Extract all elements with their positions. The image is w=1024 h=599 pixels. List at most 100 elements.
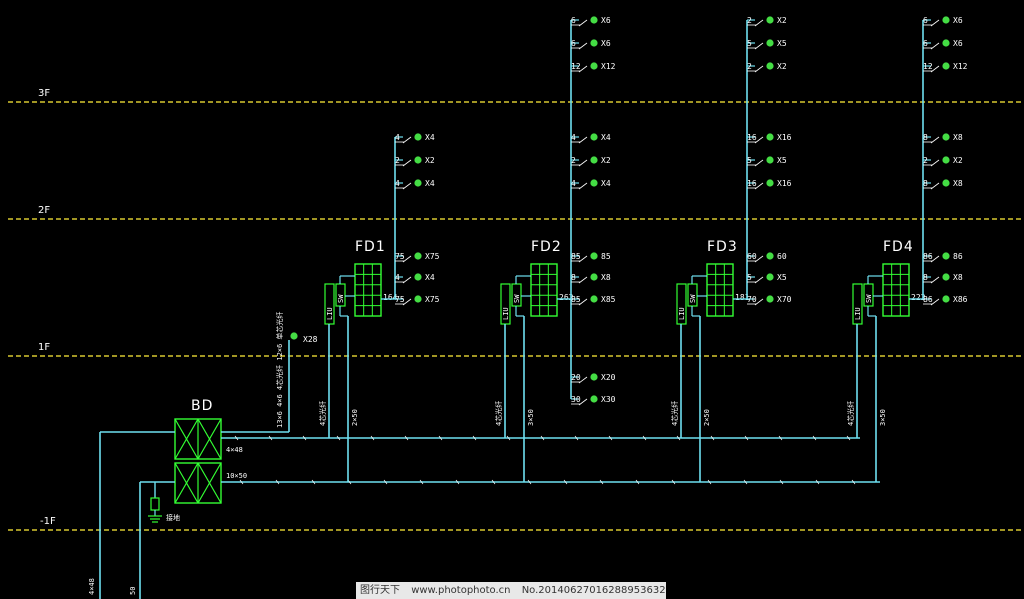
- tick: [402, 298, 412, 306]
- tick-mark: [676, 435, 681, 441]
- outlet-count: 2: [571, 156, 576, 165]
- outlet-group: 4 X4: [395, 133, 435, 144]
- sw-label: SW: [689, 294, 697, 303]
- outlet-label: X85: [601, 295, 616, 304]
- fd-cable-copper: 3×50: [527, 409, 535, 426]
- outlet-count: 4: [571, 133, 576, 142]
- outlet-count: 4: [395, 133, 400, 142]
- tick: [578, 298, 588, 306]
- outlet-count: 30: [571, 395, 581, 404]
- outlet-group: 8 X8: [923, 133, 963, 144]
- tick: [754, 298, 764, 306]
- fd-cable-fiber: 4芯光纤: [846, 401, 855, 426]
- outlet-label: X5: [777, 273, 787, 282]
- outlet-icon: [766, 156, 774, 164]
- outlet-label: X12: [601, 62, 616, 71]
- outlet-icon: [942, 273, 950, 281]
- outlet-icon: [766, 62, 774, 70]
- tick-mark: [370, 435, 375, 441]
- floor-label: 1F: [38, 342, 50, 353]
- outlet-icon: [942, 39, 950, 47]
- tick: [578, 276, 588, 284]
- outlet-icon: [414, 156, 422, 164]
- tick: [578, 42, 588, 50]
- outlet-label: 85: [601, 252, 611, 261]
- tick-mark: [743, 479, 748, 485]
- cross: [174, 462, 199, 504]
- outlet-icon: [766, 39, 774, 47]
- watermark-bar: 图行天下 www.photophoto.cn No.20140627016288…: [356, 582, 666, 599]
- fd-total: 164: [383, 293, 398, 302]
- tick-mark: [311, 479, 316, 485]
- liu-label: LIU: [854, 307, 862, 320]
- tick-mark: [419, 479, 424, 485]
- distribution-frame-icon: [706, 263, 734, 317]
- outlet-label: X4: [425, 133, 435, 142]
- outlet-label: X16: [777, 133, 792, 142]
- tick: [754, 159, 764, 167]
- tick: [578, 65, 588, 73]
- fd-total: 222: [911, 293, 926, 302]
- outlet-icon: [766, 252, 774, 260]
- outlet-label: 86: [953, 252, 963, 261]
- fd-total: 262: [559, 293, 574, 302]
- outlet-count: 5: [747, 156, 752, 165]
- outlet-label: X2: [777, 16, 787, 25]
- ground-label: 接地: [166, 513, 180, 522]
- tick-mark: [455, 479, 460, 485]
- tick-mark: [491, 479, 496, 485]
- tick: [754, 65, 764, 73]
- outlet-label: X8: [953, 133, 963, 142]
- outlet-label: X6: [601, 16, 611, 25]
- outlet-count: 86: [923, 252, 933, 261]
- outlet-count: 8: [571, 273, 576, 282]
- outlet-count: 8: [923, 133, 928, 142]
- tick: [402, 255, 412, 263]
- patch-panel-icon: [174, 462, 222, 504]
- tick: [402, 136, 412, 144]
- outlet-count: 75: [395, 252, 405, 261]
- outlet-count: 6: [923, 39, 928, 48]
- outlet-count: 2: [923, 156, 928, 165]
- tick: [754, 276, 764, 284]
- outlet-count: 60: [747, 252, 757, 261]
- tick-mark: [846, 435, 851, 441]
- outlet-count: 16: [747, 133, 757, 142]
- outlet-label: X70: [777, 295, 792, 304]
- outlet-icon: [290, 332, 298, 340]
- outlet-count: 6: [923, 16, 928, 25]
- fd-cable-fiber: 4芯光纤: [670, 401, 679, 426]
- tick-mark: [778, 435, 783, 441]
- outlet-icon: [590, 295, 598, 303]
- outlet-label: X2: [425, 156, 435, 165]
- tick: [930, 276, 940, 284]
- outlet-icon: [766, 295, 774, 303]
- tick-mark: [608, 435, 613, 441]
- tick-mark: [574, 435, 579, 441]
- tick: [930, 136, 940, 144]
- sw-label: SW: [513, 294, 521, 303]
- outlet-count: 4: [395, 179, 400, 188]
- tick-mark: [707, 479, 712, 485]
- tick-mark: [812, 435, 817, 441]
- outlet-count: 2: [747, 62, 752, 71]
- outlet-label: X2: [601, 156, 611, 165]
- fd-label: FD3: [707, 239, 738, 255]
- cross: [174, 418, 199, 460]
- outlet-icon: [590, 373, 598, 381]
- tick-mark: [540, 435, 545, 441]
- tick-mark: [506, 435, 511, 441]
